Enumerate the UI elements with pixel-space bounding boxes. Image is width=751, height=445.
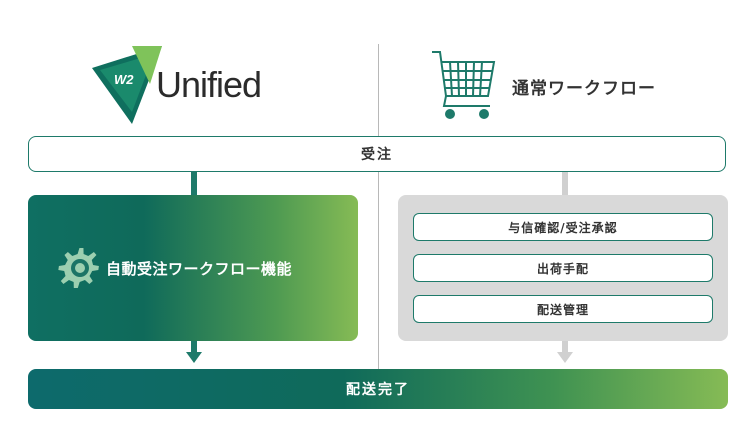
step-delivery-management: 配送管理	[413, 295, 713, 323]
arrow-down-icon	[557, 352, 573, 363]
shopping-cart-icon	[428, 44, 500, 124]
connector-manual-to-done	[562, 341, 568, 353]
arrow-down-icon	[186, 352, 202, 363]
step-shipping-arrangement: 出荷手配	[413, 254, 713, 282]
delivery-complete-bar: 配送完了	[28, 369, 728, 409]
normal-workflow-title: 通常ワークフロー	[512, 79, 656, 99]
logo-wordmark: Unified	[156, 64, 262, 105]
auto-workflow-label: 自動受注ワークフロー機能	[106, 260, 293, 278]
order-received-bar: 受注	[28, 136, 726, 172]
logo-shield-icon	[92, 46, 162, 124]
step-credit-approval: 与信確認/受注承認	[413, 213, 713, 241]
connector-order-to-auto	[191, 172, 197, 195]
gear-icon	[58, 240, 106, 292]
column-divider	[378, 44, 379, 372]
connector-order-to-manual	[562, 172, 568, 195]
w2-unified-logo: W2 Unified	[92, 46, 282, 126]
logo-badge-text: W2	[114, 72, 134, 87]
connector-auto-to-done	[191, 341, 197, 353]
